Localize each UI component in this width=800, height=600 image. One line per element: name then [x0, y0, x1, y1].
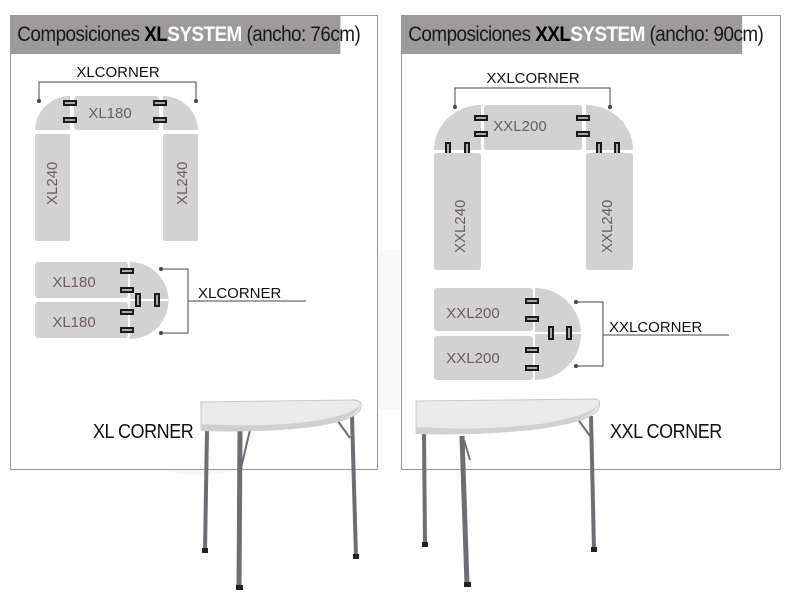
xl-top-table-label: XL180: [88, 105, 131, 122]
header-system: SYSTEM: [167, 23, 242, 46]
xxl-bottom-layout: XXL200 XXL200 XXLCORNER: [434, 288, 729, 380]
xl-bottom-table-2: [35, 302, 128, 338]
xl-corner-table-right: [163, 96, 198, 130]
xl-side-table-right: [163, 134, 198, 241]
xxl-bottom-bracket-label: XXLCORNER: [609, 319, 703, 336]
xl-bottom-bracket-label: XLCORNER: [198, 285, 282, 302]
xxl-panel-header: Composiciones XXLSYSTEM (ancho: 90cm): [402, 16, 764, 54]
xl-system-panel: Composiciones XLSYSTEM (ancho: 76cm): [10, 15, 378, 470]
xl-top-table: [74, 96, 159, 130]
xl-corner-table-left: [35, 96, 70, 130]
xxl-corner-product-label: XXL CORNER: [610, 421, 722, 443]
xl-panel-header: Composiciones XLSYSTEM (ancho: 76cm): [11, 16, 361, 54]
header-series: XXL: [535, 23, 571, 46]
xl-bottom-layout: XL180 XL180 XLCORNER: [35, 262, 306, 339]
xxl-u-layout: XXLCORNER XXL200 XXL240 XXL240: [434, 70, 633, 270]
xxl-side-label-left: XXL240: [452, 200, 469, 253]
xxl-bottom-label-1: XXL200: [446, 305, 499, 322]
xxl-bottom-label-2: XXL200: [446, 350, 499, 367]
xxl-side-table-right: [586, 153, 633, 270]
xl-bottom-table-1: [35, 262, 128, 298]
xl-side-table-left: [35, 134, 70, 241]
xl-corner-product-label: XL CORNER: [93, 421, 194, 443]
xxl-side-table-left: [434, 153, 481, 270]
xl-u-layout: XLCORNER XL180 XL240 XL240: [35, 64, 198, 241]
xxl-top-table-label: XXL200: [493, 118, 546, 135]
xxl-side-label-right: XXL240: [599, 200, 616, 253]
xl-side-label-left: XL240: [44, 162, 61, 205]
xxl-corner-table-illustration: [415, 398, 601, 587]
xl-bottom-label-1: XL180: [52, 274, 95, 291]
xxl-corner-table-left: [434, 105, 481, 150]
header-system: SYSTEM: [570, 23, 645, 46]
header-width: (ancho: 76cm): [241, 23, 361, 46]
xxl-corner-table-right: [586, 105, 633, 150]
header-series: XL: [144, 23, 168, 46]
xxl-bottom-table-2: [434, 336, 533, 380]
xxl-top-table: [484, 105, 582, 150]
header-prefix: Composiciones: [17, 23, 145, 46]
xl-corner-table-illustration: [200, 399, 362, 590]
header-prefix: Composiciones: [408, 23, 536, 46]
xl-bottom-label-2: XL180: [52, 314, 95, 331]
header-width: (ancho: 90cm): [644, 23, 764, 46]
xl-top-bracket-label: XLCORNER: [76, 64, 160, 81]
xl-side-label-right: XL240: [174, 162, 191, 205]
xxl-bottom-table-1: [434, 288, 533, 331]
xxl-top-bracket-label: XXLCORNER: [486, 70, 580, 87]
